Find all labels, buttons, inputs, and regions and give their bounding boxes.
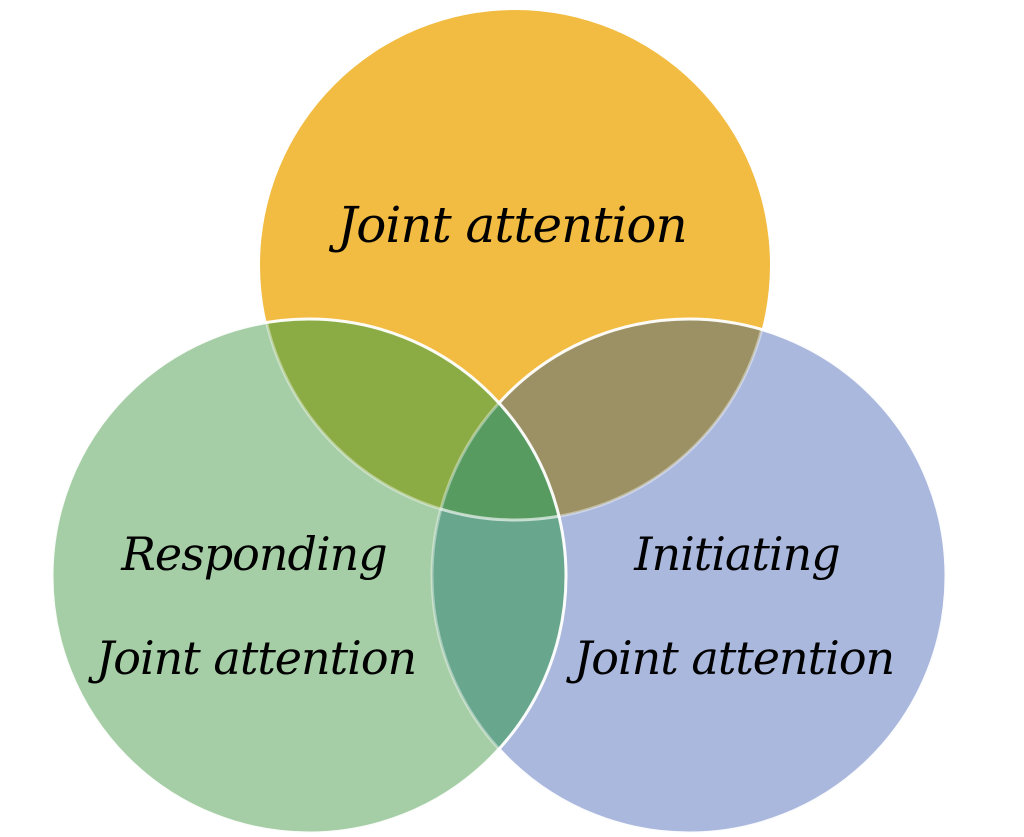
overlap-top-left — [260, 319, 566, 520]
overlap-top-right — [432, 319, 770, 520]
left-circle-outline — [50, 317, 568, 835]
right-circle-outline — [430, 317, 948, 835]
label-initiating-line1: Initiating — [633, 527, 839, 581]
top-circle-inner-edge-left — [258, 319, 566, 522]
label-initiating-line2: Joint attention — [566, 631, 894, 685]
label-responding-line2: Joint attention — [88, 631, 416, 685]
label-joint-attention: Joint attention — [328, 196, 687, 254]
label-responding-line1: Responding — [120, 527, 386, 581]
top-circle-inner-edge-right — [432, 319, 772, 522]
